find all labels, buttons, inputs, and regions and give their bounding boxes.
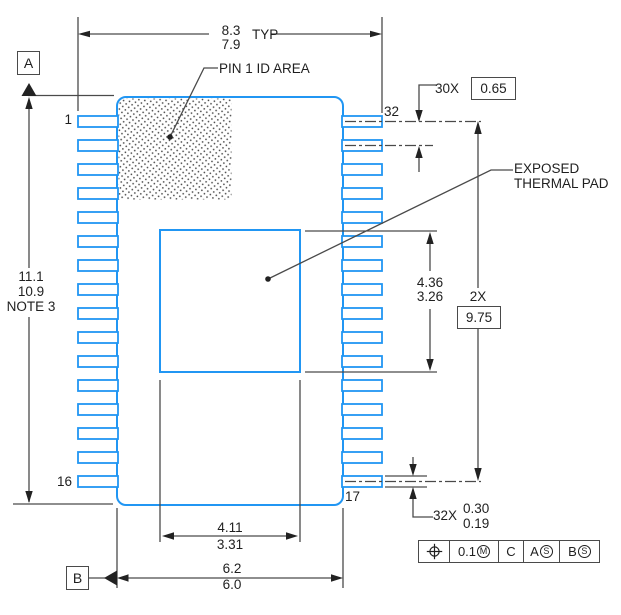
body-width-min: 6.0	[222, 577, 242, 592]
arrowheads	[21, 30, 482, 586]
lead	[341, 331, 383, 344]
lead	[341, 379, 383, 392]
lead	[77, 163, 119, 176]
lead	[77, 187, 119, 200]
lead-width-min: 0.19	[463, 516, 490, 531]
pin-span-value-box: 9.75	[457, 306, 501, 329]
position-tolerance-icon	[426, 543, 442, 560]
regardless-of-size-icon: S	[539, 545, 553, 558]
exposed-thermal-pad	[159, 229, 301, 373]
pin-number-17: 17	[345, 489, 361, 504]
thermal-pad-label-line2: THERMAL PAD	[514, 176, 609, 191]
body-width-max: 6.2	[222, 561, 242, 576]
dimension-lines	[13, 17, 513, 588]
lead	[77, 427, 119, 440]
lead	[341, 283, 383, 296]
fcf-datum-c-cell: C	[498, 541, 523, 562]
pins-left	[77, 115, 119, 488]
fcf-symbol-cell	[419, 541, 449, 562]
lead	[77, 235, 119, 248]
overall-width-max: 8.3	[221, 23, 241, 38]
lead	[77, 211, 119, 224]
pin-centerlines	[345, 120, 481, 483]
lead	[341, 235, 383, 248]
datum-a-arrow	[21, 83, 37, 96]
overall-width-min: 7.9	[221, 37, 241, 52]
fcf-datum-b-letter: B	[568, 544, 577, 559]
regardless-of-size-icon: S	[577, 545, 591, 558]
pad-leader-dot	[265, 276, 271, 282]
body-height-dim: 11.1 10.9 NOTE 3	[1, 269, 61, 314]
lead	[77, 139, 119, 152]
fcf-datum-a-cell: A S	[523, 541, 559, 562]
pin-number-1: 1	[64, 112, 72, 127]
datum-b-arrow	[104, 570, 117, 586]
pin1-leader-dot	[167, 134, 173, 140]
lead	[341, 403, 383, 416]
overall-width-typ: TYP	[252, 27, 279, 42]
datum-a-box: A	[17, 51, 40, 75]
lead	[77, 259, 119, 272]
pin-number-16: 16	[56, 474, 72, 489]
pins-right	[341, 115, 383, 488]
lead-width-max: 0.30	[463, 501, 490, 516]
pad-height-dim: 4.36 3.26	[410, 276, 450, 304]
pitch-count: 30X	[435, 81, 460, 96]
lead	[77, 115, 119, 128]
fcf-tolerance-cell: 0.1 M	[449, 541, 498, 562]
pad-width-min: 3.31	[216, 537, 244, 552]
thermal-pad-label: EXPOSED THERMAL PAD	[514, 161, 609, 191]
pin-span-count: 2X	[469, 289, 487, 304]
lead	[77, 403, 119, 416]
datum-b-box: B	[66, 566, 89, 590]
lead	[77, 475, 119, 488]
pitch-value-box: 0.65	[471, 77, 516, 100]
pin-1-id-stipple	[118, 98, 232, 200]
thermal-pad-label-line1: EXPOSED	[514, 161, 580, 176]
lead	[77, 307, 119, 320]
lead	[77, 451, 119, 464]
lead	[77, 355, 119, 368]
body-height-min: 10.9	[17, 284, 45, 299]
material-modifier-icon: M	[477, 545, 491, 558]
fcf-datum-a-letter: A	[530, 544, 539, 559]
pad-height-max: 4.36	[416, 275, 444, 290]
body-height-max: 11.1	[18, 269, 44, 284]
lead	[341, 307, 383, 320]
pad-width-max: 4.11	[217, 520, 243, 535]
feature-control-frame: 0.1 M C A S B S	[418, 540, 600, 563]
lead	[77, 379, 119, 392]
overall-width-dim: 8.3 7.9	[211, 24, 251, 52]
lead	[77, 283, 119, 296]
pin-number-32: 32	[384, 104, 400, 119]
lead	[341, 451, 383, 464]
fcf-datum-b-cell: B S	[559, 541, 599, 562]
lead	[341, 211, 383, 224]
lead	[341, 355, 383, 368]
fcf-tolerance-value: 0.1	[457, 544, 477, 559]
lead-width-count: 32X	[433, 508, 458, 523]
lead	[341, 163, 383, 176]
body-height-note: NOTE 3	[6, 299, 56, 314]
lead	[341, 187, 383, 200]
pin1-id-label: PIN 1 ID AREA	[219, 61, 310, 76]
lead	[341, 427, 383, 440]
pad-height-min: 3.26	[416, 289, 444, 304]
lead	[341, 259, 383, 272]
lead	[77, 331, 119, 344]
